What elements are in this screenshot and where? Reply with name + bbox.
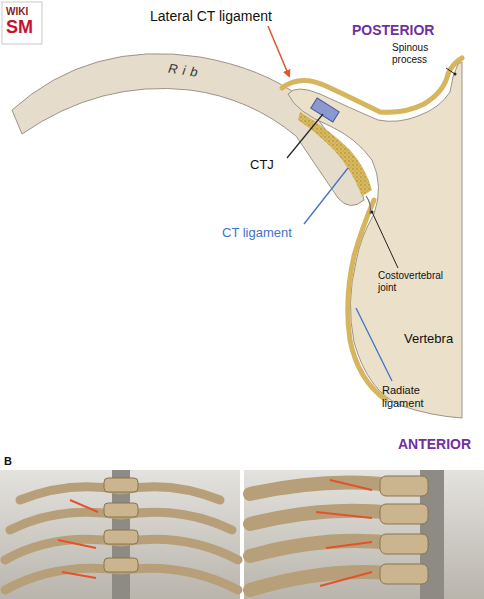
- leader-line: [446, 68, 455, 74]
- orientation-label: POSTERIOR: [352, 22, 434, 38]
- part-name: Radiate ligament: [382, 384, 446, 409]
- leader-line: [356, 308, 392, 381]
- photo-right: [244, 470, 484, 599]
- leader-line: [372, 212, 398, 268]
- posterior-ligament: [282, 58, 462, 112]
- logo-text: WIKI: [6, 6, 28, 18]
- part-name: Rib: [167, 62, 203, 82]
- orientation-label: ANTERIOR: [398, 436, 471, 452]
- panel-letter: B: [4, 455, 12, 468]
- part-name: Costovertebral joint: [378, 270, 448, 293]
- part-name: Lateral CT ligament: [150, 8, 272, 24]
- vertebra-shape: [288, 62, 462, 418]
- leader-line: [304, 168, 348, 224]
- leader-dot: [371, 211, 374, 214]
- photo-left: [0, 470, 240, 599]
- logo-text: SM: [6, 17, 33, 38]
- leader-line: [268, 26, 289, 76]
- leader-line: [287, 114, 323, 158]
- part-name: Vertebra: [404, 332, 453, 347]
- ctj-block: [311, 98, 339, 122]
- part-name: CTJ: [250, 158, 274, 173]
- part-name: Spinous process: [392, 42, 446, 65]
- rib-shape: [12, 54, 364, 206]
- part-name: CT ligament: [222, 226, 292, 241]
- joint-line: [366, 196, 371, 214]
- logo-box: [2, 2, 42, 44]
- leader-dot: [454, 73, 457, 76]
